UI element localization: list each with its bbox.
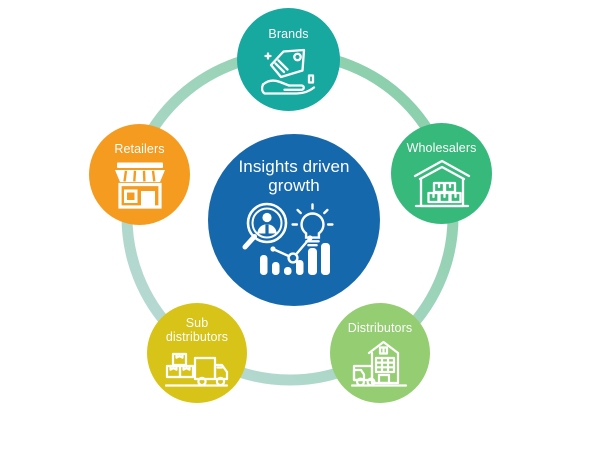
node-subdistributors-label: Sub distributors	[165, 316, 229, 344]
node-retailers[interactable]: Retailers	[89, 124, 190, 225]
node-subdistributors[interactable]: Sub distributors	[147, 303, 247, 403]
warehouse-boxes-icon	[413, 159, 470, 207]
hub-title: Insights driven growth	[238, 157, 350, 196]
insights-analytics-icon	[242, 202, 334, 276]
node-distributors-label: Distributors	[347, 321, 413, 335]
node-brands-label: Brands	[268, 27, 309, 41]
boxes-delivery-truck-icon	[165, 352, 229, 387]
node-retailers-label: Retailers	[114, 142, 165, 156]
node-wholesalers-label: Wholesalers	[406, 141, 477, 155]
node-distributors[interactable]: Distributors	[330, 303, 430, 403]
node-wholesalers[interactable]: Wholesalers	[391, 123, 492, 224]
hand-price-tag-icon	[260, 48, 315, 95]
hub-insights-driven-growth[interactable]: Insights driven growth	[208, 134, 380, 306]
storefront-icon	[114, 162, 165, 209]
node-brands[interactable]: Brands	[237, 8, 340, 111]
warehouse-truck-icon	[350, 340, 408, 387]
